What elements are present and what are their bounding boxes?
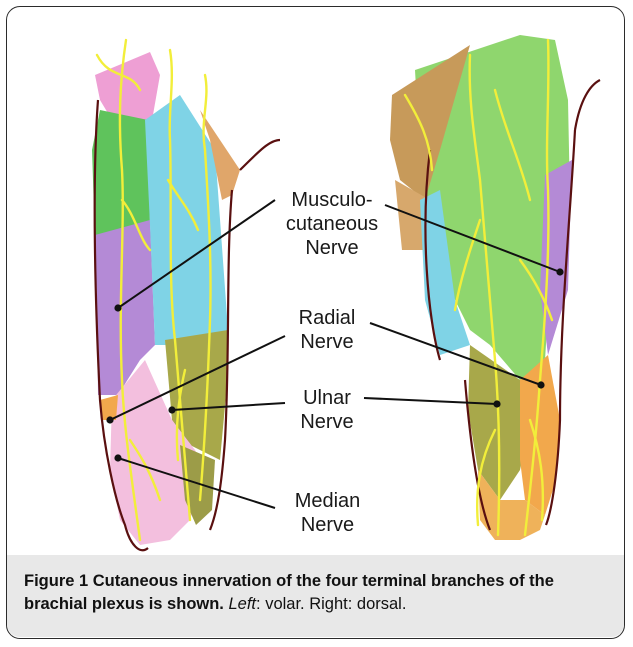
label-ulnar: Ulnar Nerve bbox=[282, 386, 372, 434]
label-radial: Radial Nerve bbox=[282, 306, 372, 354]
label-median: Median Nerve bbox=[280, 489, 375, 537]
figure-caption: Figure 1 Cutaneous innervation of the fo… bbox=[24, 570, 614, 616]
caption-rest: : volar. Right: dorsal. bbox=[256, 595, 406, 613]
arm-diagram bbox=[0, 0, 633, 560]
right-arm-dorsal bbox=[390, 35, 600, 540]
left-region-orange bbox=[100, 395, 118, 420]
label-musculocutaneous: Musculo- cutaneous Nerve bbox=[272, 188, 392, 260]
left-arm-volar bbox=[92, 40, 280, 550]
caption-left: Left bbox=[229, 595, 257, 613]
left-region-cyan bbox=[145, 95, 228, 345]
